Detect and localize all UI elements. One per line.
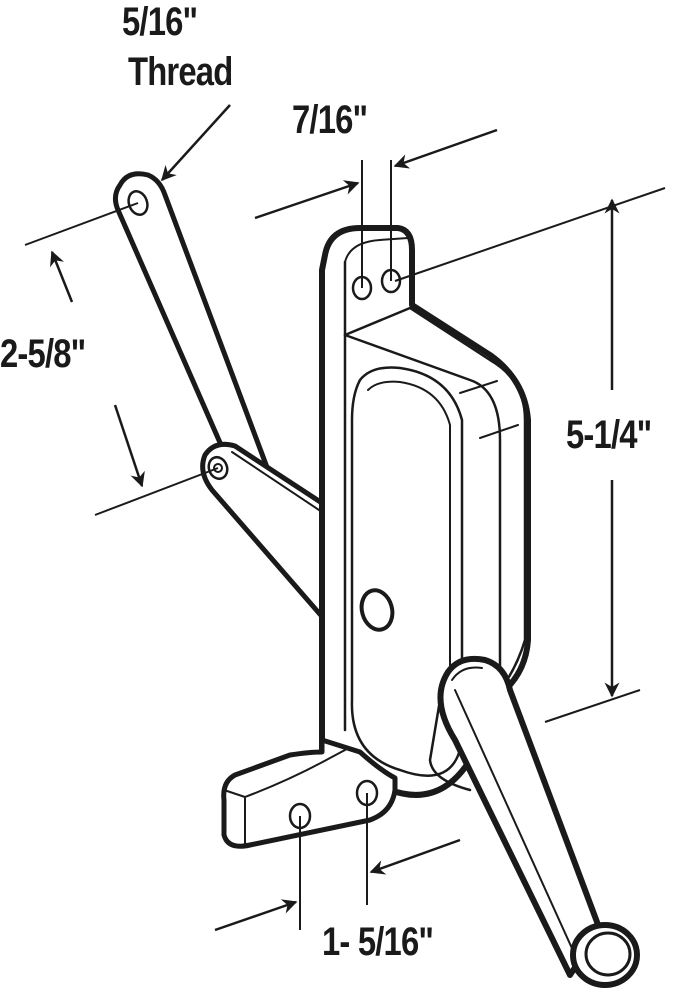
crank-knob-icon — [584, 931, 632, 977]
link-arm — [112, 171, 271, 473]
label-hole-spacing-top: 7/16" — [292, 98, 368, 142]
dim-1-5-16-right-arrow — [369, 838, 461, 875]
dim-2-5-8-up-arrow — [50, 250, 74, 303]
dim-7-16-right-arrow — [393, 128, 498, 169]
label-hole-spacing-bottom: 1- 5/16" — [322, 920, 434, 964]
center-hole-icon — [359, 588, 395, 632]
dim-1-5-16-left-arrow — [214, 899, 298, 932]
label-body-height: 5-1/4" — [566, 413, 652, 457]
dim-2-5-8-down-arrow — [113, 404, 145, 488]
pivot-arm — [200, 441, 328, 623]
label-thread-size: 5/16" — [122, 0, 198, 44]
label-arm-length: 2-5/8" — [0, 332, 86, 376]
dim-7-16-left-arrow — [254, 180, 360, 220]
crank-handle — [428, 655, 640, 988]
thread-leader — [160, 104, 231, 182]
label-thread-word: Thread — [128, 50, 233, 94]
